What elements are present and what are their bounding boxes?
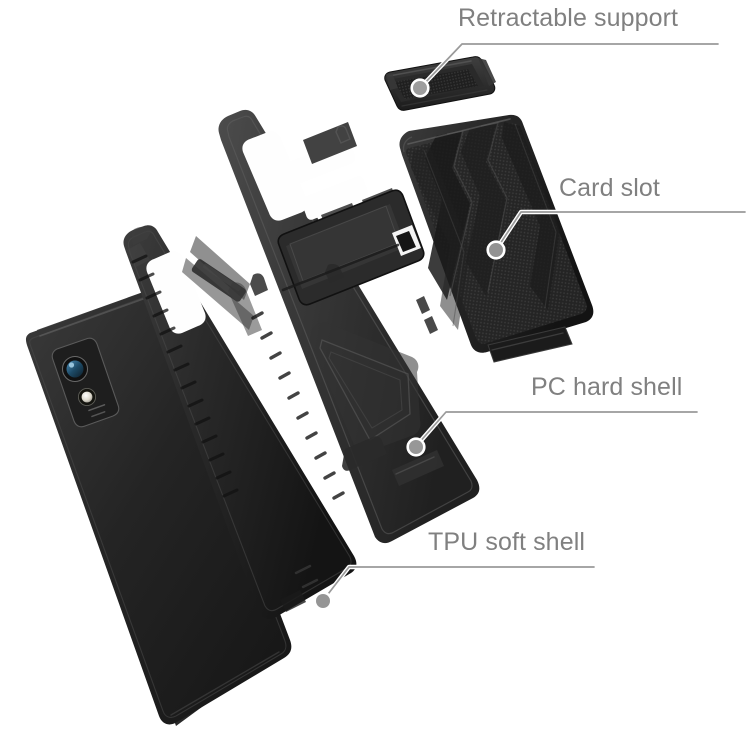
- camera-lens-main: [62, 356, 88, 382]
- callout-label-tpu-soft-shell: TPU soft shell: [428, 528, 586, 556]
- pc-card-slot-opening: [392, 225, 421, 256]
- phone-camera-module: [51, 337, 120, 428]
- tpu-surface-details: [182, 236, 262, 336]
- pc-hard-shell-part: [218, 109, 480, 544]
- pc-edge-ridges: [251, 296, 438, 500]
- leader-pc-hard-shell: [406, 409, 700, 457]
- leader-retractable-support: [410, 41, 721, 98]
- camera-label: [88, 404, 106, 418]
- leader-card-slot: [486, 209, 748, 260]
- callout-label-pc-hard-shell: PC hard shell: [531, 373, 683, 401]
- callout-label-card-slot: Card slot: [559, 174, 660, 202]
- pc-lower-body-panels: [250, 273, 444, 486]
- card-slot-cover-part: [399, 114, 594, 363]
- tpu-bottom-detail: [280, 564, 319, 612]
- leader-tpu-soft-shell: [313, 564, 597, 611]
- tpu-emboss-text: [202, 263, 241, 291]
- tpu-soft-shell-part: [123, 225, 357, 620]
- callout-leader-lines: [313, 41, 748, 611]
- tpu-side-grip-ridges: [131, 254, 239, 498]
- tpu-corner-bumpers: [127, 226, 152, 267]
- pc-logo-mark: [335, 125, 351, 144]
- tpu-camera-cutout: [146, 251, 206, 334]
- callout-label-retractable-support: Retractable support: [458, 4, 679, 32]
- card-slot-kickstand-tab: [487, 326, 573, 363]
- camera-flash: [77, 387, 97, 407]
- pc-card-compartment: [277, 189, 425, 306]
